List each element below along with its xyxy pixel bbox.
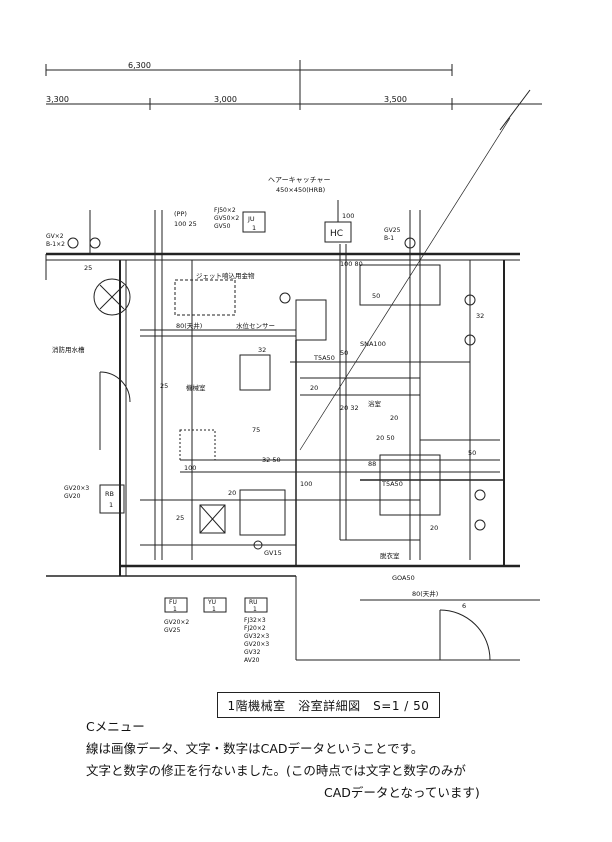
fj-spec-3: GV50	[214, 223, 231, 230]
ru-num: 1	[253, 606, 257, 613]
room-water-sensor: 水位センサー	[236, 321, 275, 330]
pp-label: (PP)	[174, 210, 187, 218]
notes-line-2: 文字と数字の修正を行ないました。(この時点では文字と数字のみが	[86, 763, 466, 778]
label-sna100: SNA100	[360, 340, 386, 348]
label-20b: 20	[228, 489, 236, 497]
label-100b: 100	[184, 464, 196, 472]
room-jet: ジェット噴込用金物	[196, 271, 255, 280]
label-50a: 50	[372, 292, 380, 300]
hood-label: ヘアーキャッチャー	[268, 176, 331, 184]
bottom-right-spec-5: GV32	[244, 649, 261, 656]
gv25-label: GV25	[384, 227, 401, 234]
hc-box: HC	[330, 229, 343, 239]
label-25a: 25	[84, 264, 92, 272]
label-25c: 25	[176, 514, 184, 522]
bottom-right-spec-6: AV20	[244, 657, 260, 664]
bottom-right-spec-4: GV20×3	[244, 641, 269, 648]
ju-num: 1	[252, 224, 256, 232]
room-dressing: 脱衣室	[380, 551, 400, 560]
room-machine: 機械室	[186, 383, 206, 392]
dim-mid: 3,000	[214, 95, 237, 104]
label-75: 75	[252, 426, 260, 434]
label-50b: 50	[340, 349, 348, 357]
label-32-50: 32 50	[262, 456, 281, 464]
room-water-tank: 消防用水槽	[52, 345, 85, 354]
ru-code: RU	[249, 599, 258, 606]
label-6: 6	[462, 602, 466, 610]
hood-size: 450×450(HRB)	[276, 186, 325, 194]
label-goa50: GOA50	[392, 574, 415, 582]
dim-left: 3,300	[46, 95, 69, 104]
label-100c: 100	[300, 480, 312, 488]
dim-right: 3,500	[384, 95, 407, 104]
label-50c: 50	[468, 449, 476, 457]
label-t5a50a: T5A50	[313, 354, 335, 362]
notes-block: Cメニュー 線は画像データ、文字・数字はCADデータということです。 文字と数字…	[86, 716, 556, 804]
left-spec-2: B-1×2	[46, 241, 65, 248]
drawing-title: 1階機械室 浴室詳細図 S=1 / 50	[217, 692, 440, 718]
yu-code: YU	[207, 599, 216, 606]
ju-code: JU	[247, 215, 255, 223]
bottom-right-spec-1: FJ32×3	[244, 617, 266, 624]
room-bathroom: 浴室	[368, 399, 382, 408]
label-88: 88	[368, 460, 376, 468]
gv20-left-2: GV20	[64, 493, 81, 500]
bottom-right-spec-3: GV32×3	[244, 633, 269, 640]
pp-sizes: 100 25	[174, 220, 197, 228]
bottom-left-spec-1: GV20×2	[164, 619, 189, 626]
label-20a: 20	[310, 384, 318, 392]
label-20c: 20	[390, 414, 398, 422]
notes-line-1: 線は画像データ、文字・数字はCADデータということです。	[86, 741, 424, 756]
yu-num: 1	[212, 606, 216, 613]
gv20-left-1: GV20×3	[64, 485, 89, 492]
fj-spec-2: GV50×2	[214, 215, 239, 222]
fu-num: 1	[173, 606, 177, 613]
rb-num: 1	[109, 501, 113, 509]
dim-top: 6,300	[128, 61, 151, 70]
notes-heading: Cメニュー	[86, 719, 145, 734]
label-gv15: GV15	[264, 549, 282, 557]
label-v100-top: 100	[342, 212, 354, 220]
bottom-right-spec-2: FJ20×2	[244, 625, 266, 632]
fj-spec-1: FJ50×2	[214, 207, 236, 214]
label-20-50: 20 50	[376, 434, 395, 442]
label-25b: 25	[160, 382, 168, 390]
left-spec-1: GV×2	[46, 233, 64, 240]
rb-code: RB	[105, 490, 114, 498]
label-t5a50b: T5A50	[381, 480, 403, 488]
label-ceiling80-b: 80(天井)	[412, 589, 438, 598]
b1-label: B-1	[384, 235, 394, 242]
label-20d: 20	[430, 524, 438, 532]
label-32b: 32	[476, 312, 484, 320]
bottom-left-spec-2: GV25	[164, 627, 181, 634]
notes-line-3: CADデータとなっています)	[324, 785, 480, 800]
label-ceiling80-a: 80(天井)	[176, 321, 202, 330]
label-100-80: 100 80	[340, 260, 363, 268]
fu-code: FU	[169, 599, 177, 606]
label-20-32: 20 32	[340, 404, 359, 412]
label-32a: 32	[258, 346, 266, 354]
